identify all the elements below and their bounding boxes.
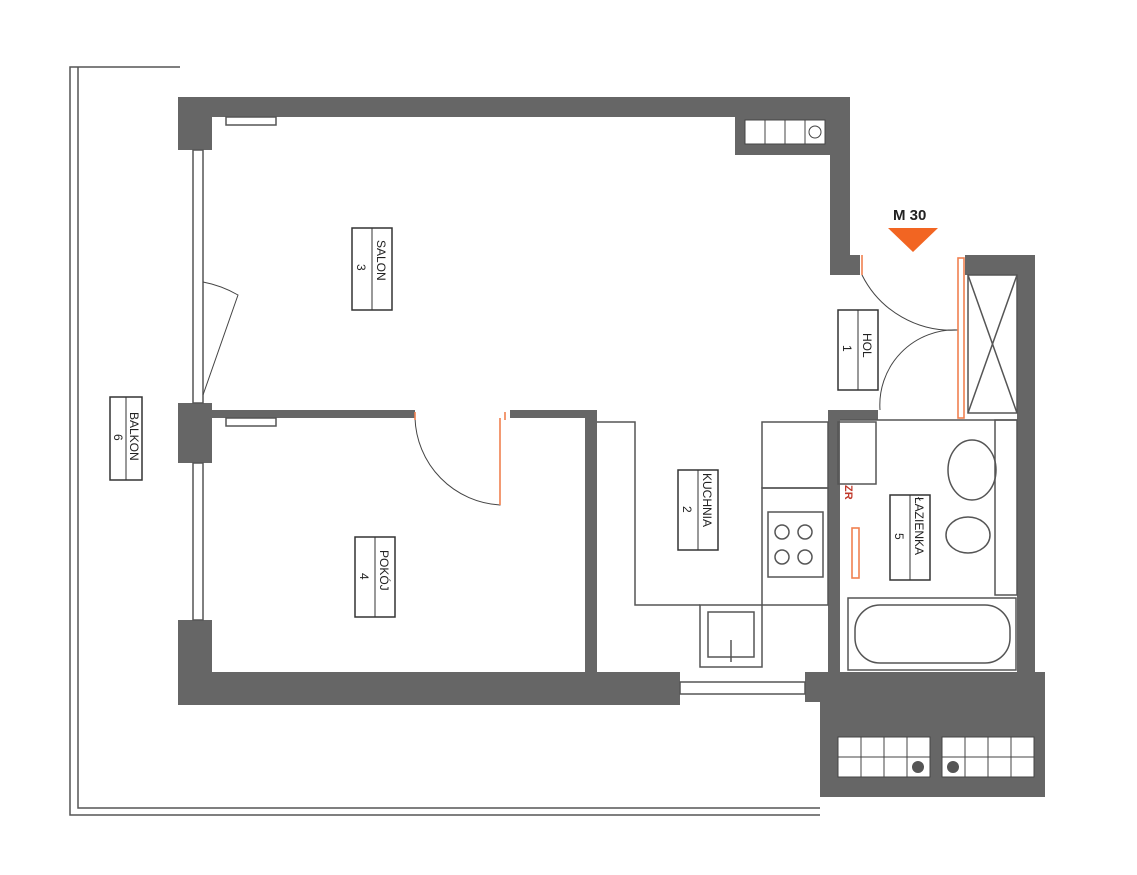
svg-text:3: 3 (354, 264, 368, 271)
svg-text:4: 4 (357, 573, 371, 580)
room-label-hol: HOL 1 (837, 309, 879, 391)
apartment-marker: M 30 (888, 207, 938, 252)
svg-text:1: 1 (840, 345, 854, 352)
svg-text:5: 5 (892, 533, 906, 540)
marker-label: M 30 (893, 207, 926, 224)
bathtub-icon (847, 597, 1017, 671)
utility-panel-bottom-left (837, 736, 931, 778)
marker-triangle-icon (888, 228, 938, 252)
washbasin-icon (947, 439, 997, 501)
room-label-pokoj: POKÓJ 4 (354, 536, 396, 618)
svg-text:KUCHNIA: KUCHNIA (700, 473, 714, 527)
room-label-salon: SALON 3 (351, 227, 393, 311)
svg-text:2: 2 (680, 506, 694, 513)
utility-panel-top (744, 119, 826, 145)
balcony-outline (69, 66, 820, 816)
stove-icon (767, 511, 824, 578)
svg-text:BALKON: BALKON (127, 412, 141, 461)
room-label-balkon: BALKON 6 (109, 396, 143, 481)
room-label-kuchnia: KUCHNIA 2 (677, 469, 719, 551)
svg-text:SALON: SALON (374, 240, 388, 281)
windows (192, 116, 806, 695)
svg-text:POKÓJ: POKÓJ (377, 550, 392, 591)
sink-icon (699, 604, 763, 668)
utility-panel-bottom-right (941, 736, 1035, 778)
svg-text:HOL: HOL (860, 333, 874, 358)
kitchen-fixtures (597, 421, 829, 668)
walls (178, 97, 1045, 797)
zr-annotation: ZR (842, 485, 854, 500)
room-label-lazienka: ŁAZIENKA 5 (889, 494, 931, 581)
doors (202, 255, 965, 579)
svg-text:ŁAZIENKA: ŁAZIENKA (912, 497, 926, 555)
svg-text:6: 6 (111, 434, 125, 441)
toilet-icon (945, 516, 991, 554)
bathroom-fixtures (837, 274, 1018, 671)
